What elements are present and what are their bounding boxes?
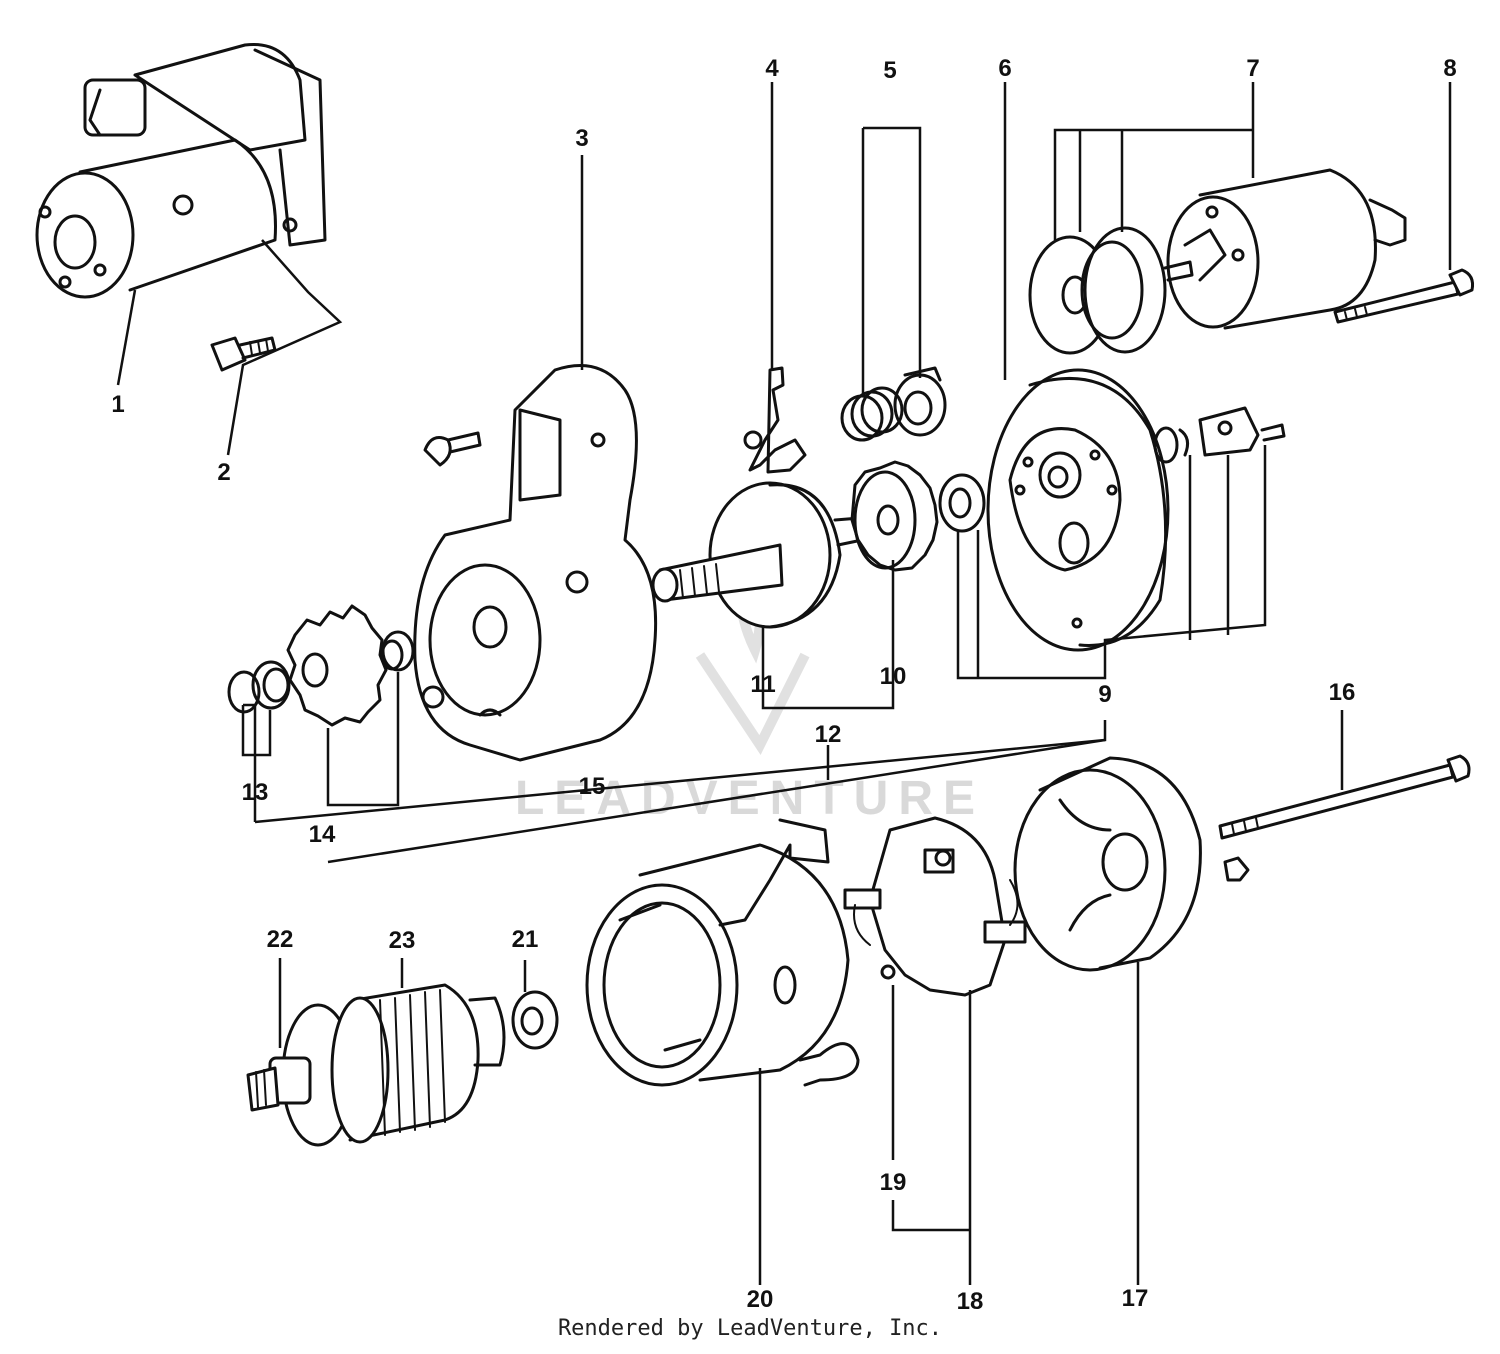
part-yoke-field-frame[interactable] [585,818,860,1087]
part-overrunning-clutch[interactable] [651,481,864,629]
part-long-through-bolt[interactable] [1218,754,1471,840]
part-retaining-rings[interactable] [227,660,291,714]
callout-numbers: 1 2 3 4 5 6 7 8 9 10 11 12 13 14 15 16 1… [111,55,1456,1315]
callout-11: 11 [750,671,775,698]
callout-5: 5 [883,57,896,84]
callout-19: 19 [880,1169,907,1196]
part-bolt[interactable] [210,336,277,372]
rendered-by-footer: Rendered by LeadVenture, Inc. [557,1316,943,1341]
part-shift-lever[interactable] [743,366,807,474]
callout-3: 3 [575,125,588,152]
part-spring-retainer[interactable] [893,366,947,437]
leader-lines [116,82,1452,1285]
callout-1: 1 [111,391,124,418]
part-armature-bearing[interactable] [511,990,559,1050]
part-pinion-ring[interactable] [380,630,415,672]
callout-15: 15 [579,773,606,800]
part-housing-screw[interactable] [423,431,482,467]
callout-23: 23 [389,927,416,954]
callout-4: 4 [765,55,779,82]
callout-2: 2 [217,459,230,486]
part-gear-housing-plate[interactable] [986,368,1170,652]
part-solenoid-bolt[interactable] [1333,268,1474,324]
part-cover-bracket[interactable] [1198,406,1286,457]
callout-10: 10 [880,663,907,690]
callout-6: 6 [998,55,1011,82]
callout-7: 7 [1246,55,1259,82]
part-seal-ring[interactable] [1153,426,1190,464]
callout-13: 13 [242,779,269,806]
callout-18: 18 [957,1288,984,1315]
watermark-text: LEADVENTURE [515,772,985,825]
part-rear-end-cover[interactable] [1013,756,1202,972]
callout-22: 22 [267,926,294,953]
part-small-nut[interactable] [1223,856,1250,882]
callout-12: 12 [815,721,842,748]
callout-8: 8 [1443,55,1456,82]
part-armature[interactable] [246,983,506,1147]
part-thrust-washer[interactable] [938,473,986,533]
part-spring[interactable] [840,386,904,442]
callout-14: 14 [309,821,336,848]
part-solenoid-switch[interactable] [1163,168,1407,330]
callout-17: 17 [1122,1285,1149,1312]
part-starter-assembly[interactable] [35,42,327,299]
part-reduction-gear[interactable] [850,460,939,572]
part-solenoid-gaskets[interactable] [1028,226,1167,355]
callout-16: 16 [1329,679,1356,706]
part-drive-housing[interactable] [413,364,658,762]
part-brush-holder[interactable] [843,816,1027,997]
part-pinion-gear[interactable] [286,604,388,727]
callout-9: 9 [1098,681,1111,708]
callout-21: 21 [512,926,539,953]
callout-20: 20 [747,1286,774,1313]
